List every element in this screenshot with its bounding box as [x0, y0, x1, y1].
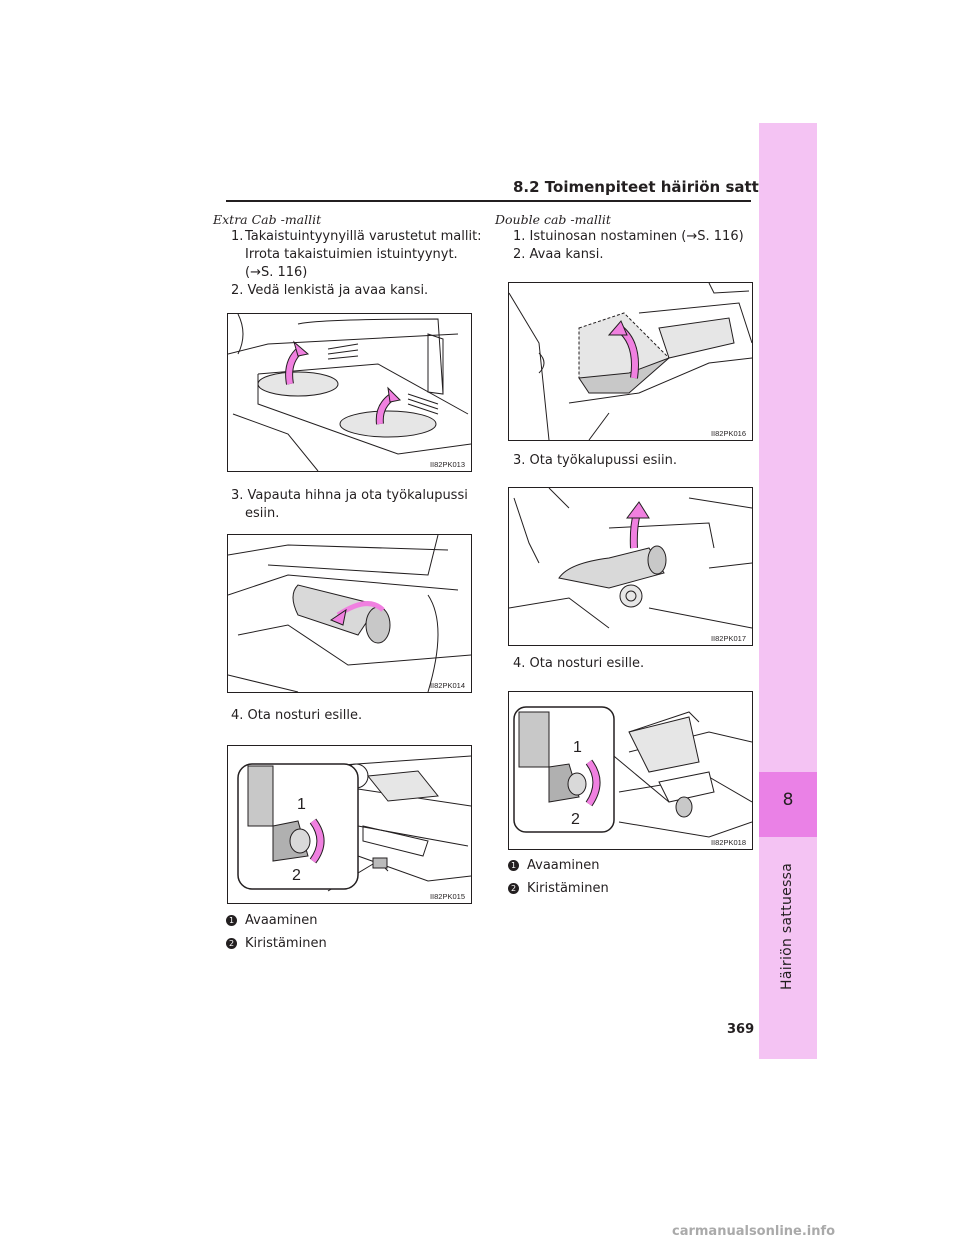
- left-figure-3: 1 2 II82PK015: [227, 745, 472, 904]
- left-figure-3-label-1: 1: [297, 796, 306, 813]
- left-heading: Extra Cab -mallit: [213, 212, 322, 227]
- left-step-3-line1: 3. Vapauta hihna ja ota työkalupussi: [231, 488, 468, 503]
- right-heading: Double cab -mallit: [495, 212, 611, 227]
- right-legend-2-text: Kiristäminen: [527, 881, 609, 896]
- right-figure-1-illustration: [509, 283, 752, 440]
- right-figure-3-label-2: 2: [571, 811, 580, 828]
- right-figure-3-label-1: 1: [573, 739, 582, 756]
- left-legend-1-text: Avaaminen: [245, 913, 318, 928]
- legend-marker-1: 1: [226, 915, 237, 926]
- left-step-1-line1: Takaistuintyynyillä varustetut mallit:: [245, 229, 482, 244]
- right-figure-3-code: II82PK018: [710, 838, 746, 847]
- left-figure-1-illustration: [228, 314, 471, 471]
- chapter-side-tab: [759, 123, 817, 1059]
- right-figure-3-illustration: 1 2: [513, 706, 752, 838]
- legend-marker-2: 2: [226, 938, 237, 949]
- left-figure-1: II82PK013: [227, 313, 472, 472]
- left-figure-2: II82PK014: [227, 534, 472, 693]
- chapter-number: 8: [782, 790, 794, 810]
- left-figure-2-code: II82PK014: [429, 681, 465, 690]
- right-figure-1: II82PK016: [508, 282, 753, 441]
- right-figure-3: 1 2 II82PK018: [508, 691, 753, 850]
- left-figure-2-illustration: [228, 535, 471, 692]
- left-legend-2-text: Kiristäminen: [245, 936, 327, 951]
- left-figure-3-code: II82PK015: [429, 892, 465, 901]
- page-number: 369: [727, 1022, 755, 1037]
- section-title: 8.2 Toimenpiteet häiriön sattuessa: [513, 178, 808, 196]
- right-step-3: 3. Ota työkalupussi esiin.: [513, 453, 677, 468]
- left-legend-1: 1 Avaaminen: [226, 913, 318, 928]
- right-legend-1-text: Avaaminen: [527, 858, 600, 873]
- right-figure-2-illustration: [509, 488, 752, 629]
- left-legend-2: 2 Kiristäminen: [226, 936, 327, 951]
- left-step-1-line2: Irrota takaistuimien istuintyynyt.: [245, 247, 458, 262]
- legend-marker-2: 2: [508, 883, 519, 894]
- left-step-2: 2. Vedä lenkistä ja avaa kansi.: [231, 283, 429, 298]
- chapter-label: Häiriön sattuessa: [779, 862, 795, 990]
- header-divider: [226, 200, 751, 202]
- chapter-number-box: [759, 772, 817, 837]
- right-legend-2: 2 Kiristäminen: [508, 881, 609, 896]
- legend-marker-1: 1: [508, 860, 519, 871]
- right-figure-2: II82PK017: [508, 487, 753, 646]
- left-step-1-num: 1.: [231, 229, 244, 244]
- left-figure-3-illustration: 1 2: [237, 755, 471, 892]
- left-figure-1-code: II82PK013: [429, 460, 465, 469]
- right-figure-1-code: II82PK016: [710, 429, 746, 438]
- left-step-1: 1. Takaistuintyynyillä varustetut mallit…: [231, 228, 491, 282]
- left-step-3-line2: esiin.: [245, 506, 280, 521]
- left-figure-3-label-2: 2: [292, 867, 301, 884]
- left-step-1-line3: (→S. 116): [245, 265, 308, 280]
- right-step-4: 4. Ota nosturi esille.: [513, 656, 645, 671]
- right-legend-1: 1 Avaaminen: [508, 858, 600, 873]
- left-step-4: 4. Ota nosturi esille.: [231, 708, 363, 723]
- footer-watermark[interactable]: carmanualsonline.info: [672, 1224, 836, 1239]
- right-figure-2-code: II82PK017: [710, 634, 746, 643]
- right-step-1: 1. Istuinosan nostaminen (→S. 116): [513, 229, 744, 244]
- right-step-2: 2. Avaa kansi.: [513, 247, 604, 262]
